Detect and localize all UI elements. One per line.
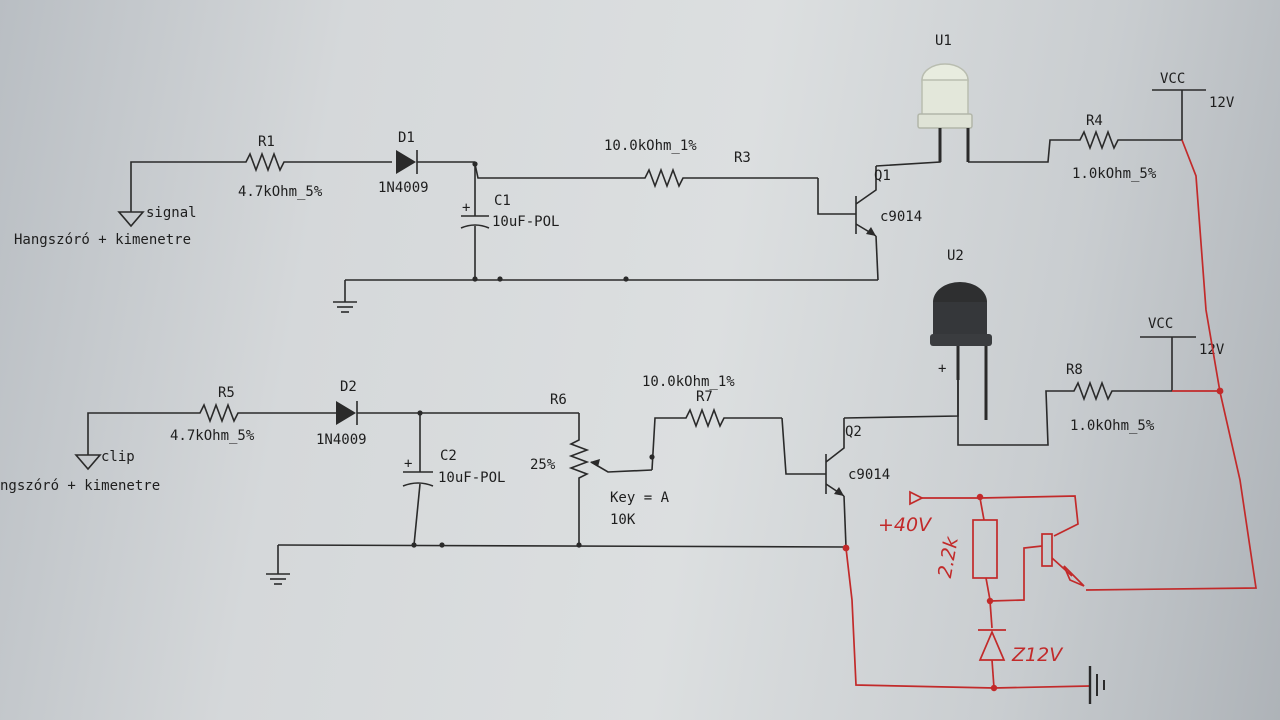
r4-value: 1.0kOhm_5% — [1072, 166, 1157, 182]
u2-ref: U2 — [947, 248, 964, 264]
r5-value: 4.7kOhm_5% — [170, 428, 255, 444]
r3-value: 10.0kOhm_1% — [604, 138, 697, 154]
c1-value: 10uF-POL — [492, 214, 559, 230]
r1-resistor — [240, 151, 392, 173]
circuit-top: signal Hangszóró + kimenetre R1 4.7kOhm_… — [14, 33, 1235, 313]
handwritten-transistor — [1041, 533, 1053, 567]
clip-caption: ngszóró + kimenetre — [0, 478, 160, 494]
u2-polarity: + — [938, 361, 946, 377]
q2-value: c9014 — [848, 467, 890, 483]
c2-capacitor — [402, 471, 434, 487]
d2-ref: D2 — [340, 379, 357, 395]
r7-value: 10.0kOhm_1% — [642, 374, 735, 390]
r5-ref: R5 — [218, 385, 235, 401]
r7-ref: R7 — [696, 389, 713, 405]
vcc-bottom — [1140, 336, 1196, 391]
c2-ref: C2 — [440, 448, 457, 464]
r3-resistor — [640, 167, 818, 189]
handwritten-resistor — [972, 519, 998, 579]
c1-capacitor — [460, 215, 490, 229]
r6-percent: 25% — [530, 457, 556, 473]
vcc-top — [1152, 89, 1206, 140]
r8-ref: R8 — [1066, 362, 1083, 378]
vcc-bottom-voltage: 12V — [1199, 342, 1225, 358]
d1-diode — [396, 150, 418, 174]
r6-value: 10K — [610, 512, 636, 528]
d1-ref: D1 — [398, 130, 415, 146]
handwritten-resistor-label: 2.2k — [934, 534, 963, 579]
handwritten-supply: +40V — [878, 514, 933, 536]
c2-value: 10uF-POL — [438, 470, 505, 486]
signal-label: signal — [146, 205, 197, 221]
u1-led — [917, 63, 973, 162]
circuit-bottom: clip ngszóró + kimenetre R5 4.7kOhm_5% D… — [0, 248, 1225, 585]
handwritten-zener — [978, 629, 1006, 661]
vcc-bottom-label: VCC — [1148, 316, 1173, 332]
r5-resistor — [194, 402, 336, 424]
handwritten-zener-label: Z12V — [1011, 644, 1064, 666]
ground-symbol-top — [333, 280, 357, 313]
r7-resistor — [682, 407, 782, 429]
q2-ref: Q2 — [845, 424, 862, 440]
vcc-top-voltage: 12V — [1209, 95, 1235, 111]
signal-terminal — [117, 161, 240, 228]
r6-key: Key = A — [610, 490, 670, 506]
d2-diode — [336, 401, 358, 425]
c2-polarity: + — [404, 456, 412, 472]
r1-ref: R1 — [258, 134, 275, 150]
r8-value: 1.0kOhm_5% — [1070, 418, 1155, 434]
r1-value: 4.7kOhm_5% — [238, 184, 323, 200]
c1-ref: C1 — [494, 193, 511, 209]
u2-led — [930, 282, 992, 420]
r4-ref: R4 — [1086, 113, 1103, 129]
signal-caption: Hangszóró + kimenetre — [14, 232, 191, 248]
q1-value: c9014 — [880, 209, 922, 225]
vcc-top-label: VCC — [1160, 71, 1185, 87]
q1-ref: Q1 — [874, 168, 891, 184]
r6-potentiometer — [568, 436, 590, 545]
r4-resistor — [1076, 129, 1182, 151]
d2-value: 1N4009 — [316, 432, 367, 448]
q1-transistor — [817, 166, 877, 237]
q2-transistor — [781, 417, 845, 497]
r6-ref: R6 — [550, 392, 567, 408]
handwritten-ground — [1088, 666, 1105, 704]
d1-value: 1N4009 — [378, 180, 429, 196]
u1-ref: U1 — [935, 33, 952, 49]
r3-ref: R3 — [734, 150, 751, 166]
clip-terminal — [74, 412, 194, 471]
ground-symbol-bottom — [266, 545, 290, 585]
c1-polarity: + — [462, 200, 470, 216]
r8-resistor — [1070, 380, 1172, 402]
clip-label: clip — [101, 449, 135, 465]
